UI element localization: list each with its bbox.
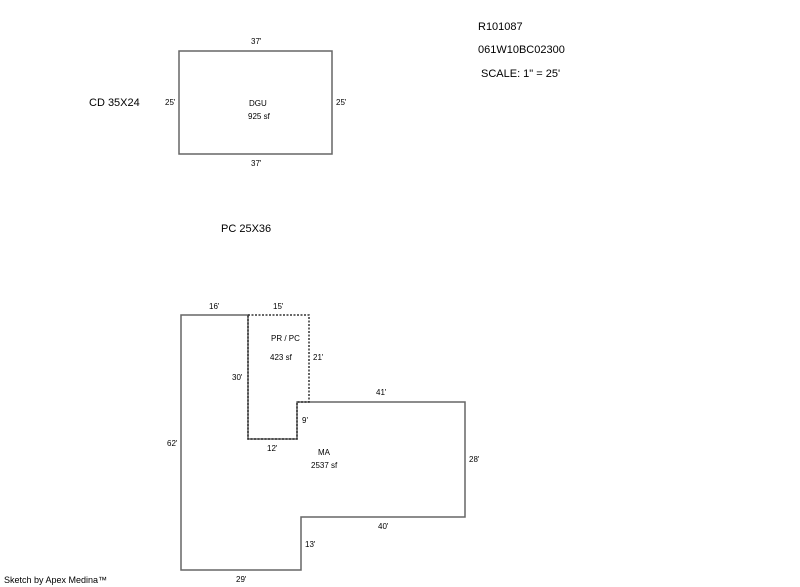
main-name: MA bbox=[318, 448, 331, 457]
map-number: 061W10BC02300 bbox=[478, 44, 565, 56]
main-step-dim: 13' bbox=[305, 540, 316, 549]
porch-name: PR / PC bbox=[271, 334, 300, 343]
garage-name: DGU bbox=[249, 99, 267, 108]
footer-credit: Sketch by Apex Medina™ bbox=[4, 575, 107, 585]
porch-right-dim: 21' bbox=[313, 353, 324, 362]
main-top-right-dim: 41' bbox=[376, 388, 387, 397]
cd-label: CD 35X24 bbox=[89, 97, 140, 109]
garage-right-dim: 25' bbox=[336, 98, 347, 107]
garage-left-dim: 25' bbox=[165, 98, 176, 107]
main-area: 2537 sf bbox=[311, 461, 338, 470]
main-left-dim: 62' bbox=[167, 439, 178, 448]
scale-label: SCALE: 1" = 25' bbox=[481, 68, 560, 80]
garage-area: 925 sf bbox=[248, 112, 271, 121]
garage-bottom-dim: 37' bbox=[251, 159, 262, 168]
main-bottom-right-dim: 40' bbox=[378, 522, 389, 531]
porch-outline bbox=[247, 314, 310, 440]
main-top-left-dim: 16' bbox=[209, 302, 220, 311]
pc-label: PC 25X36 bbox=[221, 223, 271, 235]
main-bottom-dim: 29' bbox=[236, 575, 247, 584]
parcel-id: R101087 bbox=[478, 21, 523, 33]
porch-bottom-dim: 12' bbox=[267, 444, 278, 453]
porch-step-dim: 9' bbox=[302, 416, 308, 425]
porch-left-dim: 30' bbox=[232, 373, 243, 382]
main-right-dim: 28' bbox=[469, 455, 480, 464]
porch-area: 423 sf bbox=[270, 353, 293, 362]
porch-top-dim: 15' bbox=[273, 302, 284, 311]
garage-outline bbox=[178, 50, 333, 155]
garage-top-dim: 37' bbox=[251, 37, 262, 46]
